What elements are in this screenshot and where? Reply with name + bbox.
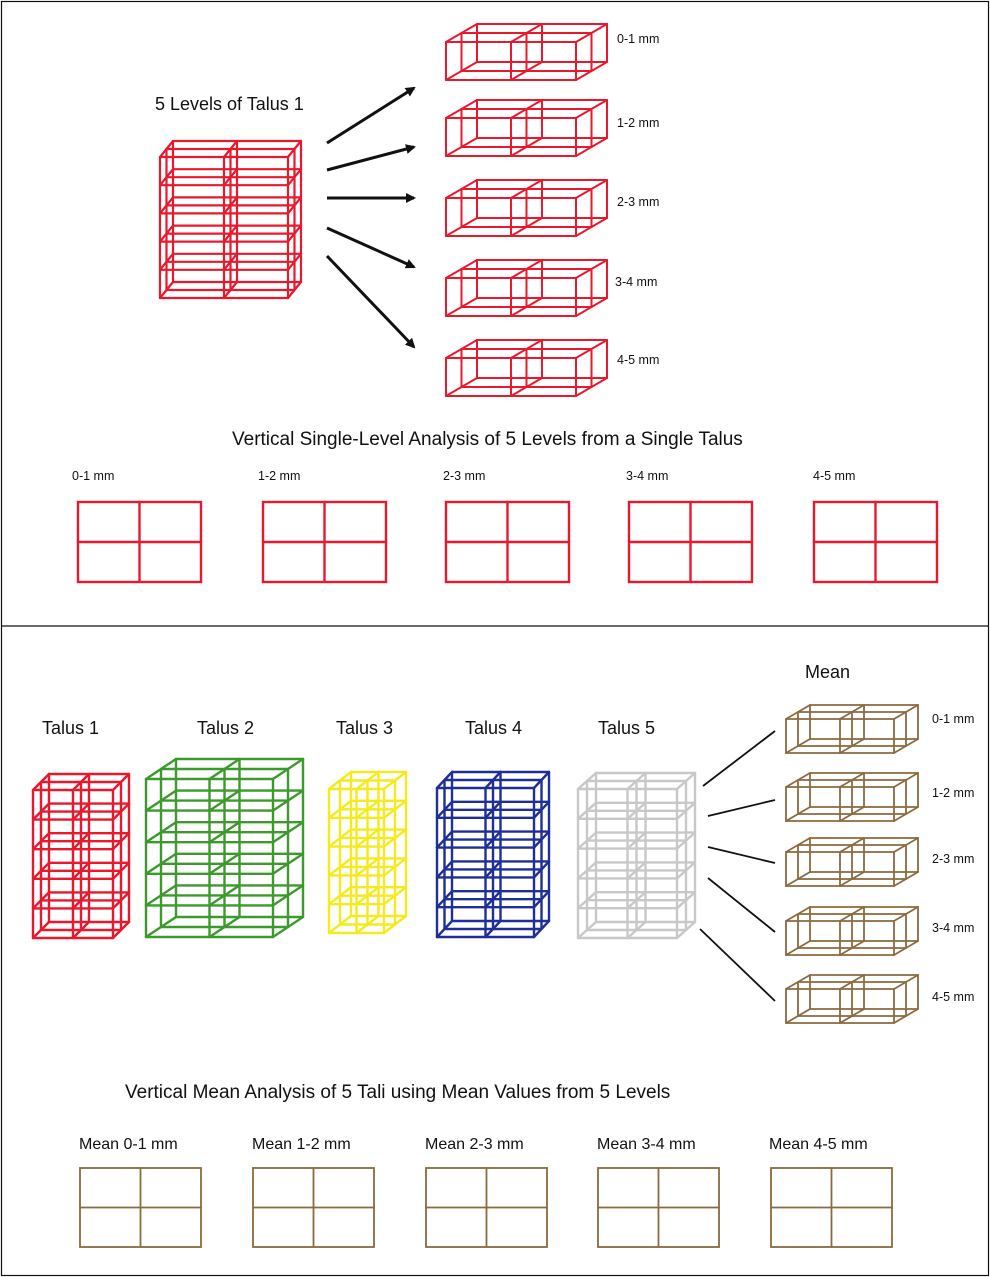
mean-slice-3	[785, 906, 919, 956]
mean-analysis-grid-3	[597, 1167, 720, 1248]
arrow-to-slice-3	[326, 226, 416, 269]
mean-slice-0	[785, 704, 919, 754]
talus-2-block	[144, 757, 305, 939]
slice-label-3-4: 3-4 mm	[615, 275, 657, 289]
mean-slice-label-3-4: 3-4 mm	[932, 921, 974, 935]
talus-5-block	[576, 771, 697, 940]
slice-label-2-3: 2-3 mm	[617, 195, 659, 209]
talus-1-stack	[158, 139, 303, 300]
talus-1-slice-3	[445, 259, 608, 317]
talus-1-heading: 5 Levels of Talus 1	[155, 94, 304, 114]
talus-4-block	[435, 770, 551, 939]
talus-1-slice-4	[445, 339, 608, 397]
mean-analysis-grid-0	[79, 1167, 202, 1248]
mean-heading: Mean	[805, 662, 850, 682]
mean-slice-4	[785, 974, 919, 1024]
top-grid-label-1-2: 1-2 mm	[258, 469, 300, 483]
mean-analysis-grid-1	[252, 1167, 375, 1248]
connector-to-mean-4	[699, 928, 776, 1002]
bottom-grid-label-1-2: Mean 1-2 mm	[252, 1136, 351, 1153]
talus-2-label: Talus 2	[197, 718, 254, 738]
mean-slice-label-0-1: 0-1 mm	[932, 712, 974, 726]
talus-3-label: Talus 3	[336, 718, 393, 738]
top-grid-label-0-1: 0-1 mm	[72, 469, 114, 483]
mean-slice-label-4-5: 4-5 mm	[932, 990, 974, 1004]
talus-1-label: Talus 1	[42, 718, 99, 738]
mean-slice-label-2-3: 2-3 mm	[932, 852, 974, 866]
top-grid-label-2-3: 2-3 mm	[443, 469, 485, 483]
mean-analysis-grid-4	[770, 1167, 893, 1248]
mean-slice-label-1-2: 1-2 mm	[932, 786, 974, 800]
top-analysis-grid-0	[76, 500, 203, 584]
talus-4-label: Talus 4	[465, 718, 522, 738]
talus-1-slice-1	[445, 99, 608, 157]
connector-to-mean-1	[707, 799, 776, 817]
connector-to-mean-2	[707, 846, 776, 864]
slice-label-0-1: 0-1 mm	[617, 32, 659, 46]
top-analysis-grid-1	[261, 500, 388, 584]
bottom-grid-label-3-4: Mean 3-4 mm	[597, 1136, 696, 1153]
arrow-to-slice-4	[325, 254, 416, 349]
bottom-grid-label-4-5: Mean 4-5 mm	[769, 1136, 868, 1153]
bottom-grid-label-0-1: Mean 0-1 mm	[79, 1136, 178, 1153]
connector-to-mean-0	[702, 730, 776, 787]
arrow-to-slice-1	[326, 144, 416, 172]
single-level-analysis-title: Vertical Single-Level Analysis of 5 Leve…	[232, 429, 743, 450]
connector-to-mean-3	[707, 877, 776, 933]
top-grid-label-3-4: 3-4 mm	[626, 469, 668, 483]
top-analysis-grid-2	[444, 500, 571, 584]
top-grid-label-4-5: 4-5 mm	[813, 469, 855, 483]
mean-analysis-grid-2	[425, 1167, 548, 1248]
diagram-shapes	[31, 23, 939, 1248]
talus-1-block	[31, 772, 131, 940]
top-analysis-grid-4	[812, 500, 939, 584]
talus-5-label: Talus 5	[598, 718, 655, 738]
talus-3-block	[327, 770, 408, 935]
mean-analysis-title: Vertical Mean Analysis of 5 Tali using M…	[125, 1082, 670, 1103]
arrow-to-slice-0	[326, 86, 416, 145]
mean-slice-1	[785, 772, 919, 822]
slice-label-4-5: 4-5 mm	[617, 353, 659, 367]
talus-1-slice-2	[445, 179, 608, 237]
slice-label-1-2: 1-2 mm	[617, 116, 659, 130]
top-analysis-grid-3	[627, 500, 754, 584]
talus-1-slice-0	[445, 23, 608, 81]
bottom-grid-label-2-3: Mean 2-3 mm	[425, 1136, 524, 1153]
mean-slice-2	[785, 837, 919, 887]
